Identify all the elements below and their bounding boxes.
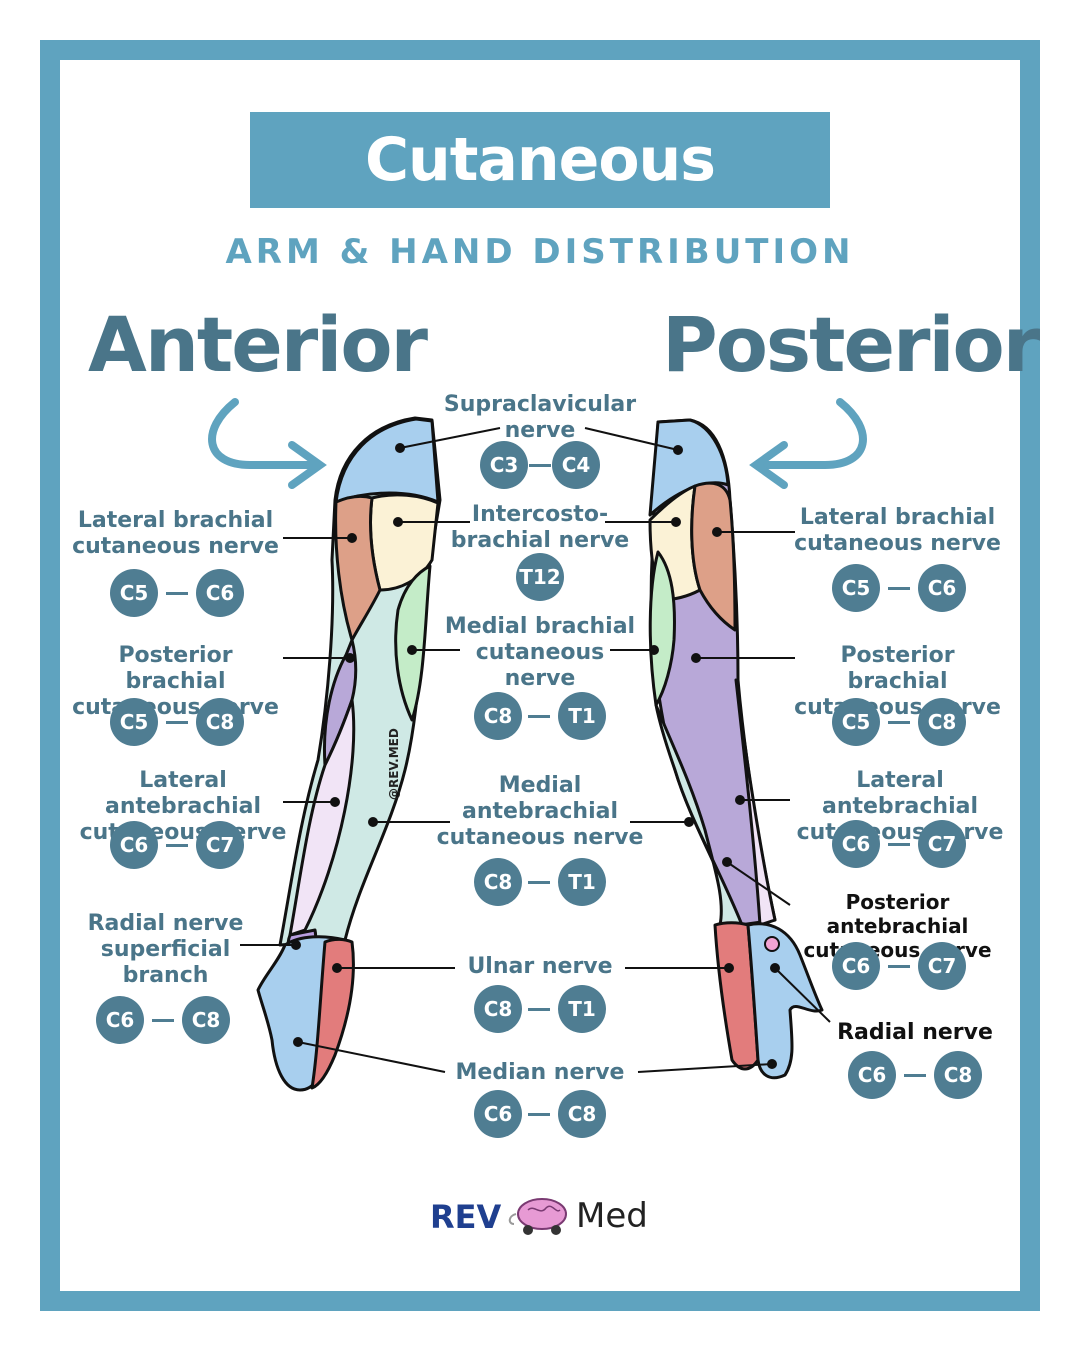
logo-rev-text: REV xyxy=(430,1198,502,1236)
lateral-brachial-region xyxy=(334,494,382,642)
posterior-arrow-head xyxy=(749,441,788,489)
root-pill: T1 xyxy=(558,692,606,740)
root-dash xyxy=(152,1019,174,1022)
root-pill: C7 xyxy=(918,820,966,868)
root-pill: C8 xyxy=(918,698,966,746)
root-pill: C7 xyxy=(918,942,966,990)
root-pill: T12 xyxy=(516,553,564,601)
root-pill: C5 xyxy=(110,698,158,746)
root-pill: C8 xyxy=(558,1090,606,1138)
intercostobrachial-label: Intercosto-brachial nerve xyxy=(450,502,630,553)
posterior-lateral-brachial-region xyxy=(690,481,737,632)
view-arrows xyxy=(208,398,867,489)
root-pill: C3 xyxy=(480,441,528,489)
root-pill: C5 xyxy=(110,569,158,617)
root-dash xyxy=(888,587,910,590)
root-pill: C7 xyxy=(196,821,244,869)
root-pill: C6 xyxy=(96,996,144,1044)
root-dash xyxy=(166,844,188,847)
posterior-hand-radial-region xyxy=(746,922,824,1080)
logo-med-text: Med xyxy=(576,1196,648,1236)
posterior-medial-brachial-region xyxy=(648,550,676,707)
posterior-lateral-antebrachial-region xyxy=(734,678,777,927)
lateral-antebrachial-region xyxy=(288,698,356,937)
root-dash xyxy=(528,715,550,718)
ulnar-label: Ulnar nerve xyxy=(467,954,613,979)
root-pill: C5 xyxy=(832,564,880,612)
anterior-arm xyxy=(256,416,442,1092)
root-dash xyxy=(888,965,910,968)
root-pill: C4 xyxy=(552,441,600,489)
leader-lines xyxy=(240,427,831,1073)
root-pill: C8 xyxy=(934,1051,982,1099)
root-dash xyxy=(166,592,188,595)
anterior-arrow xyxy=(208,398,322,469)
page-title: Cutaneous Nerves xyxy=(250,112,830,291)
root-dash xyxy=(528,1008,550,1011)
root-pill: C6 xyxy=(196,569,244,617)
posterior-heading: Posterior xyxy=(662,300,1040,389)
root-pill: C8 xyxy=(474,692,522,740)
root-pill: C6 xyxy=(832,942,880,990)
root-pill: T1 xyxy=(558,985,606,1033)
posterior-supraclavicular-region xyxy=(648,418,730,517)
root-pill: C6 xyxy=(474,1090,522,1138)
root-pill: C8 xyxy=(474,858,522,906)
root-dash xyxy=(528,1113,550,1116)
root-pill: C8 xyxy=(196,698,244,746)
posterior-arrow xyxy=(754,398,867,469)
brain-car-icon xyxy=(508,1198,567,1235)
median-label: Median nerve xyxy=(455,1060,625,1085)
page-subtitle: ARM & HAND DISTRIBUTION xyxy=(225,232,855,272)
page-frame xyxy=(40,40,1040,1311)
root-dash xyxy=(888,843,910,846)
supraclavicular-region xyxy=(334,417,440,504)
anterior-heading: Anterior xyxy=(88,300,428,389)
root-dash xyxy=(888,721,910,724)
root-pill: C6 xyxy=(848,1051,896,1099)
root-pill: T1 xyxy=(558,858,606,906)
root-dash xyxy=(166,721,188,724)
root-pill: C6 xyxy=(918,564,966,612)
revmed-logo: REV Med xyxy=(430,1192,660,1242)
medial-brachial-region xyxy=(394,564,432,722)
root-pill: C6 xyxy=(832,820,880,868)
ulnar-region-anterior xyxy=(310,937,355,1090)
posterior-hand-dot xyxy=(764,936,780,952)
root-pill: C6 xyxy=(110,821,158,869)
watermark: @REV.MED xyxy=(387,728,401,800)
root-dash xyxy=(904,1074,926,1077)
anterior-arrow-head xyxy=(288,441,327,489)
radial-label: Radial nerve xyxy=(837,1020,993,1045)
root-dash xyxy=(528,881,550,884)
root-pill: C8 xyxy=(474,985,522,1033)
root-dash xyxy=(529,464,551,467)
root-pill: C8 xyxy=(182,996,230,1044)
root-pill: C5 xyxy=(832,698,880,746)
